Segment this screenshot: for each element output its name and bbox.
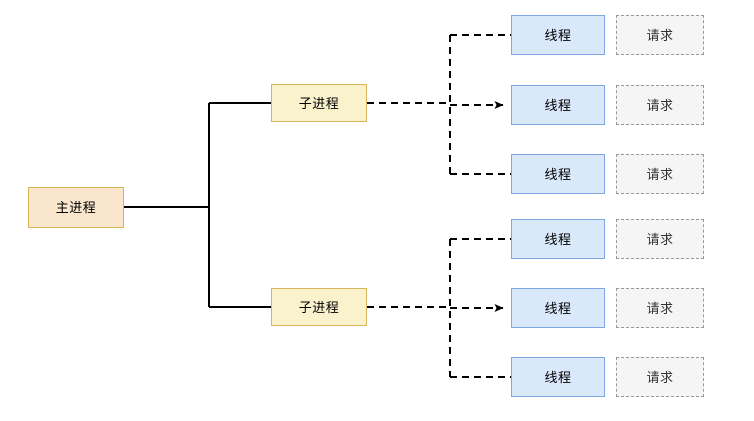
node-thread-1-label: 线程	[544, 27, 572, 43]
node-main-process-label: 主进程	[55, 200, 97, 215]
node-sub-process-2[interactable]: 子进程	[271, 288, 367, 326]
node-thread-6-label: 线程	[544, 369, 572, 385]
node-thread-3-label: 线程	[544, 166, 572, 182]
node-request-1[interactable]: 请求	[616, 15, 704, 55]
node-request-4-label: 请求	[646, 231, 674, 247]
node-request-5[interactable]: 请求	[616, 288, 704, 328]
node-thread-4[interactable]: 线程	[511, 219, 605, 259]
node-request-5-label: 请求	[646, 300, 674, 316]
node-request-4[interactable]: 请求	[616, 219, 704, 259]
node-thread-5-label: 线程	[544, 300, 572, 316]
node-request-6[interactable]: 请求	[616, 357, 704, 397]
node-thread-1[interactable]: 线程	[511, 15, 605, 55]
node-main-process[interactable]: 主进程	[28, 187, 124, 228]
node-request-2[interactable]: 请求	[616, 85, 704, 125]
node-request-3-label: 请求	[646, 166, 674, 182]
node-thread-6[interactable]: 线程	[511, 357, 605, 397]
node-request-3[interactable]: 请求	[616, 154, 704, 194]
node-thread-5[interactable]: 线程	[511, 288, 605, 328]
node-request-2-label: 请求	[646, 97, 674, 113]
node-thread-3[interactable]: 线程	[511, 154, 605, 194]
node-thread-2-label: 线程	[544, 97, 572, 113]
node-thread-2[interactable]: 线程	[511, 85, 605, 125]
node-request-1-label: 请求	[646, 27, 674, 43]
node-thread-4-label: 线程	[544, 231, 572, 247]
node-sub-process-1-label: 子进程	[298, 95, 340, 111]
node-request-6-label: 请求	[646, 369, 674, 385]
node-sub-process-2-label: 子进程	[298, 299, 340, 315]
node-sub-process-1[interactable]: 子进程	[271, 84, 367, 122]
